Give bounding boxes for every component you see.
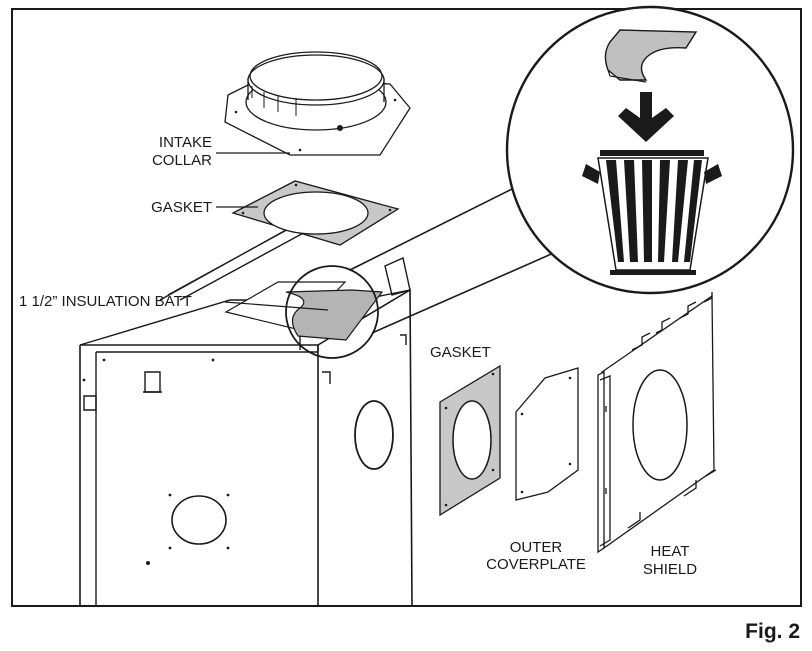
label-outer-coverplate-line1: OUTER bbox=[510, 539, 563, 556]
label-intake-collar-line1: INTAKE bbox=[159, 134, 212, 151]
label-insulation-batt: 1 1/2” INSULATION BATT bbox=[19, 293, 192, 310]
label-heat-shield-line2: SHIELD bbox=[643, 561, 697, 578]
insulation-batt bbox=[224, 281, 384, 341]
detail-callout-large bbox=[505, 5, 795, 295]
figure-number: Fig. 2 bbox=[745, 620, 800, 643]
front-face-details bbox=[82, 358, 230, 565]
detail-connector bbox=[349, 184, 566, 334]
heat-shield bbox=[597, 292, 717, 554]
label-gasket-top: GASKET bbox=[151, 199, 212, 216]
label-intake-collar-line2: COLLAR bbox=[152, 152, 212, 169]
front-intake-hole bbox=[171, 495, 227, 545]
label-gasket-right: GASKET bbox=[430, 344, 491, 361]
intake-collar bbox=[224, 51, 411, 156]
collar-holes bbox=[234, 98, 397, 152]
top-gasket bbox=[231, 180, 400, 246]
detail-callout-small bbox=[285, 265, 379, 359]
side-gasket bbox=[439, 364, 501, 517]
side-flue-hole bbox=[354, 400, 394, 470]
outer-coverplate bbox=[515, 367, 579, 501]
stove-body bbox=[79, 197, 413, 607]
leader-lines bbox=[216, 152, 329, 311]
label-outer-coverplate-line2: COVERPLATE bbox=[486, 556, 586, 573]
figure-border bbox=[11, 8, 802, 607]
label-heat-shield-line1: HEAT bbox=[651, 543, 690, 560]
insert-arrow-icon bbox=[618, 92, 674, 142]
